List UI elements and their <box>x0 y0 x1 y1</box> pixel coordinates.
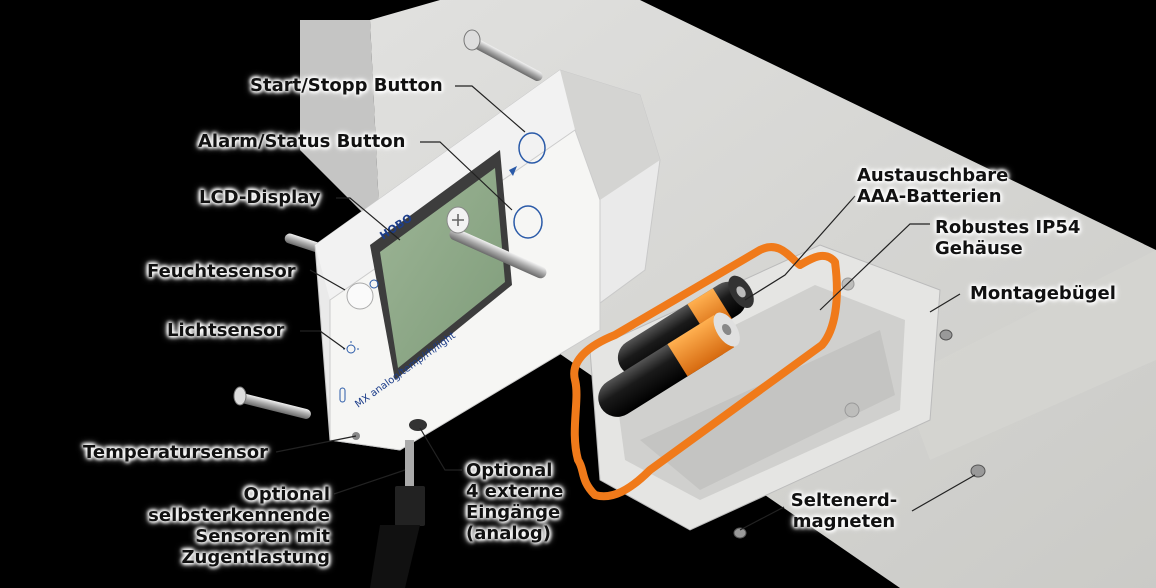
battery-2 <box>598 312 740 417</box>
sensor-plug <box>370 440 425 588</box>
screw-top <box>463 29 543 82</box>
callout-lines <box>275 85 976 531</box>
label-optional-inputs: Optional 4 externe Eingänge (analog) <box>466 460 564 544</box>
label-lcd: LCD-Display <box>199 187 321 208</box>
screw-bottom <box>233 386 311 419</box>
label-light-sensor: Lichtsensor <box>167 320 285 341</box>
magnet-left <box>733 527 747 539</box>
label-bracket: Montagebügel <box>970 283 1116 304</box>
magnet-right <box>970 464 986 478</box>
label-housing: Robustes IP54 Gehäuse <box>935 217 1081 259</box>
humidity-sensor <box>346 282 374 310</box>
magnet-top <box>939 329 953 341</box>
start-stop-button[interactable] <box>518 132 546 164</box>
label-batteries: Austauschbare AAA-Batterien <box>857 165 1009 207</box>
humidity-icon <box>369 279 379 289</box>
label-alarm-status: Alarm/Status Button <box>198 131 406 152</box>
triangle-icon <box>509 166 517 176</box>
label-optional-sensors: Optional selbsterkennende Sensoren mit Z… <box>148 484 330 568</box>
label-start-stop: Start/Stopp Button <box>250 75 443 96</box>
label-humidity-sensor: Feuchtesensor <box>147 261 296 282</box>
screw-front <box>446 206 547 279</box>
orange-gasket <box>570 243 841 501</box>
label-temperature-sensor: Temperatursensor <box>83 442 268 463</box>
input-port <box>409 419 427 431</box>
thermometer-icon <box>339 387 346 403</box>
label-magnets: Seltenerd- magneten <box>790 490 898 532</box>
alarm-status-button[interactable] <box>513 205 543 239</box>
